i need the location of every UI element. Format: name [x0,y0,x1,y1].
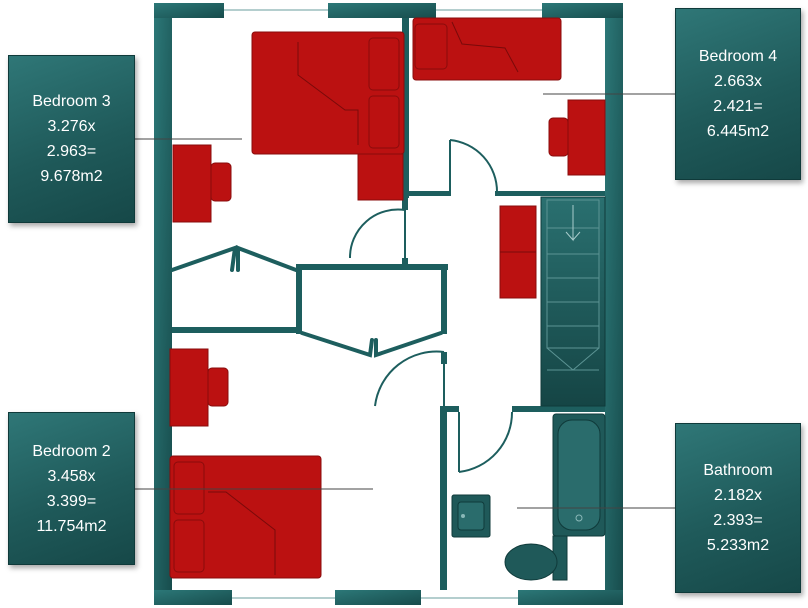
bed4-duvet-fold [451,21,519,73]
wall-bath-top-left [447,406,459,412]
bed3-bedside-table [357,153,404,201]
washbasin-tap [461,514,465,518]
wall-top-left [154,3,224,18]
bed4-single-bed [412,17,562,81]
staircase [540,196,606,407]
bed4-chair [548,117,569,157]
room-name: Bedroom 3 [32,93,111,110]
room-area: 11.754m2 [36,517,107,535]
outer-walls [154,3,623,605]
door-swings [348,139,514,473]
wall-top-mid [328,3,436,18]
room-name: Bedroom 4 [698,48,778,65]
room-dimension-b: 2.421= [713,98,763,115]
wardrobe-bed2 [300,331,443,358]
bathtub-inner [557,419,601,531]
bed2-pillow-2 [173,519,205,573]
wall-bed3-bed4 [402,18,409,198]
leader-lines [135,93,675,509]
door-bed2 [374,350,445,407]
bed3-duvet-fold [297,42,359,145]
callout-bedroom-4: Bedroom 4 2.663x 2.421= 6.445m2 [675,8,801,180]
bed2-chair [207,367,229,407]
room-name: Bedroom 2 [32,442,111,460]
room-area: 9.678m2 [40,168,103,185]
bed4-pillow [414,23,448,70]
wall-bath-top-right [512,406,605,412]
room-name: Bathroom [703,462,773,479]
wall-cupboard-left [296,264,302,334]
bed4-desk [567,99,606,176]
wall-bed4-bottom-left [409,191,451,196]
bed2-pillow-1 [173,461,205,515]
windows [224,9,542,599]
bed3-chair [210,162,232,202]
wall-bottom-right [518,590,623,605]
furniture [169,17,606,579]
wall-cupboard-right [441,264,447,334]
room-area: 5.233m2 [706,537,770,554]
bed3-pillow-2 [368,95,400,149]
wall-bed4-bottom-right [495,191,605,196]
room-dimension-a: 3.458x [47,467,96,485]
room-dimension-b: 2.963= [46,143,97,160]
room-dimension-b: 2.393= [713,512,763,529]
washbasin-bowl [457,501,485,531]
room-dimension-a: 2.663x [713,73,763,90]
room-dimension-a: 2.182x [713,487,763,504]
wall-hall-upper [402,198,408,210]
callout-bedroom-2: Bedroom 2 3.458x 3.399= 11.754m2 [8,412,135,565]
wall-right [605,3,623,605]
wardrobe-bed3 [170,245,298,272]
door-bed3 [348,208,406,259]
stair-treads [546,227,600,371]
wall-bottom-mid [335,590,421,605]
bed2-duvet-fold [208,491,276,575]
wardrobe-bed3-door-right [236,245,298,272]
bathtub-drain [575,514,583,522]
door-bed4 [449,139,499,193]
callout-bedroom-3: Bedroom 3 3.276x 2.963= 9.678m2 [8,55,135,223]
wall-cupboard-top [298,264,448,270]
room-area: 6.445m2 [706,123,770,140]
wall-hall-lower-post [402,258,408,268]
bed3-pillow-1 [368,37,400,91]
wardrobe-bed2-door-right [374,331,443,358]
callout-bathroom: Bathroom 2.182x 2.393= 5.233m2 [675,423,801,593]
wall-bottom-left [154,590,232,605]
door-bathroom [458,411,514,473]
bed2-double-bed [169,455,322,579]
room-dimension-a: 3.276x [47,118,96,135]
wall-bath-left [440,406,447,590]
bed3-double-bed [251,31,405,155]
toilet-bowl [504,543,558,581]
bathroom-fixtures [451,413,606,581]
bed3-desk [172,144,212,223]
stair-arrow [565,205,581,242]
wall-top-right [542,3,623,18]
room-dimension-b: 3.399= [46,492,97,510]
wall-bed3-bottom [172,327,300,333]
wall-left [154,3,172,605]
bed2-desk [169,348,209,427]
wardrobe-bed2-door-left [300,331,374,358]
wardrobe-bed3-door-left [170,245,238,272]
